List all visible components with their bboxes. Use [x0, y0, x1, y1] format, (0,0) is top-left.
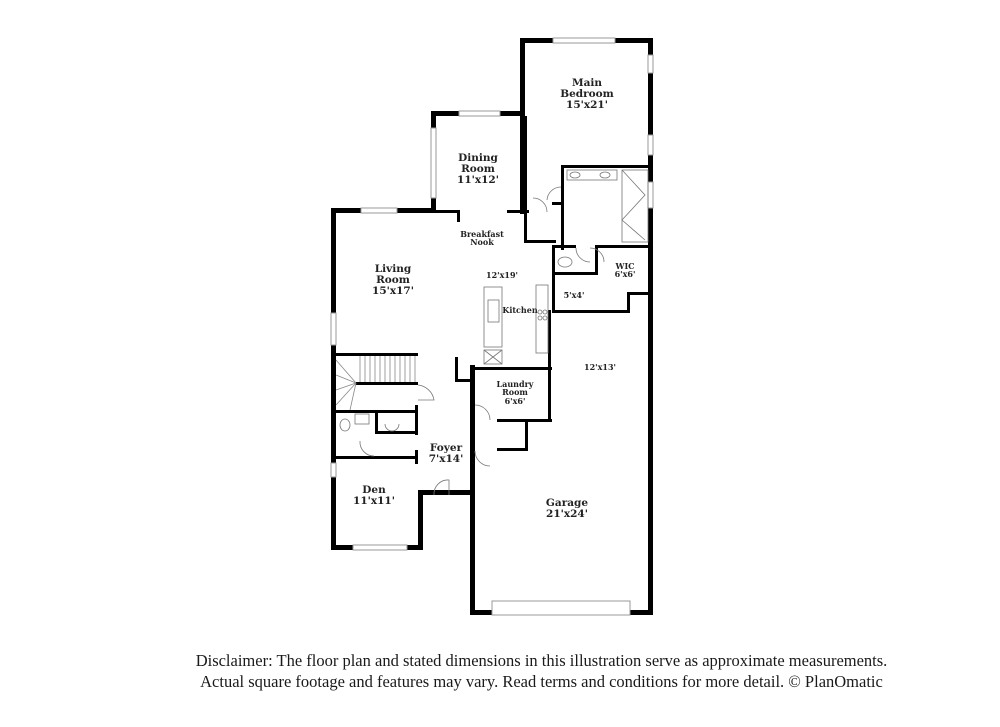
room-name: Room — [376, 274, 410, 287]
room-label-den: Den 11'x11' — [353, 484, 395, 508]
room-name: Kitchen — [502, 305, 538, 315]
room-dimensions: 7'x14' — [428, 453, 464, 466]
interior-walls — [336, 116, 650, 464]
room-dimensions: 12'x19' — [486, 270, 518, 280]
room-dimensions: 21'x24' — [546, 508, 588, 521]
room-name: Room — [461, 163, 495, 176]
room-name: Garage — [545, 497, 589, 509]
room-dimensions: 6'x6' — [504, 395, 526, 406]
windows — [330, 37, 654, 616]
room-label-wic: WIC 6'x6' — [615, 262, 636, 279]
floor-plan-drawing — [330, 37, 654, 616]
fixtures — [335, 169, 649, 496]
room-dimensions: 6'x6' — [614, 269, 636, 280]
room-name: Laundry — [496, 379, 534, 389]
room-dimensions: 11'x12' — [457, 174, 499, 187]
room-label-living-room: Living Room 15'x17' — [372, 263, 414, 298]
disclaimer-line-1: Disclaimer: The floor plan and stated di… — [195, 651, 888, 670]
room-dimensions-kitchen: 12'x19' — [486, 270, 518, 280]
room-label-breakfast-nook: Breakfast Nook — [460, 230, 504, 247]
room-label-laundry-room: Laundry Room 6'x6' — [496, 379, 534, 406]
exterior-walls — [331, 38, 653, 615]
room-label-kitchen: Kitchen — [502, 305, 538, 315]
room-name: Main — [571, 77, 603, 89]
room-name: Dining — [458, 152, 498, 164]
room-name: Bedroom — [560, 88, 614, 101]
room-name: Nook — [470, 237, 494, 248]
room-label-garage: Garage 21'x24' — [545, 497, 589, 521]
room-dimensions: 15'x17' — [372, 285, 414, 298]
room-name: Breakfast — [460, 229, 504, 239]
disclaimer: Disclaimer: The floor plan and stated di… — [0, 650, 1000, 692]
room-name: Den — [362, 484, 386, 496]
room-label-foyer: Foyer 7'x14' — [428, 442, 464, 466]
room-dimensions: 15'x21' — [566, 99, 608, 112]
room-dimensions-12x13: 12'x13' — [584, 362, 616, 372]
room-dimensions: 12'x13' — [584, 362, 616, 372]
room-dimensions: 11'x11' — [353, 495, 395, 508]
room-label-dining-room: Dining Room 11'x12' — [457, 152, 499, 187]
room-dimensions-closet: 5'x4' — [563, 290, 585, 300]
room-name: Room — [502, 387, 528, 398]
disclaimer-line-2: Actual square footage and features may v… — [200, 672, 883, 691]
room-label-main-bedroom: Main Bedroom 15'x21' — [560, 77, 614, 112]
room-dimensions: 5'x4' — [563, 290, 585, 300]
room-name: Living — [374, 263, 412, 275]
room-name: WIC — [615, 261, 635, 271]
room-name: Foyer — [429, 442, 463, 454]
floor-plan: Main Bedroom 15'x21' Dining Room 11'x12'… — [330, 37, 654, 616]
